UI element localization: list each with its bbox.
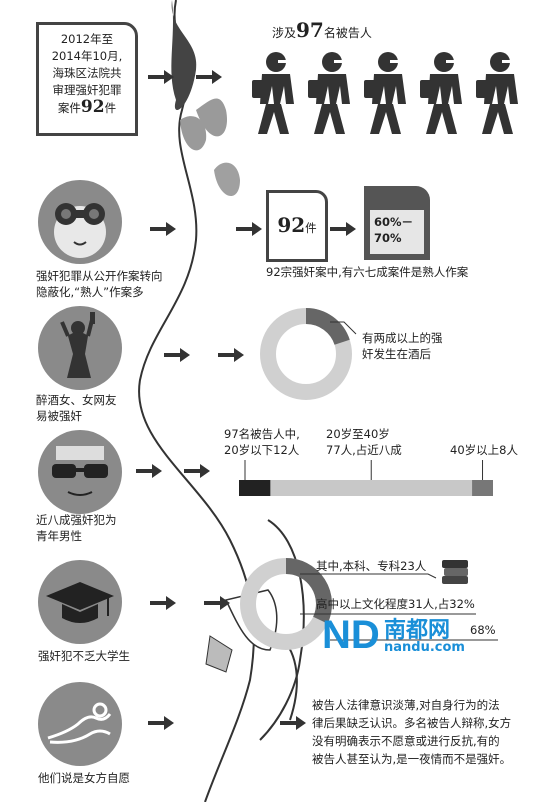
- graduation-cap-icon: [38, 560, 122, 644]
- arrow-right-icon: [218, 348, 244, 362]
- reclining-woman-icon: [38, 682, 122, 766]
- doc-count-label: 92件: [269, 193, 325, 237]
- case-count: 92: [80, 97, 105, 117]
- note-line: 有两成以上的强: [362, 331, 443, 345]
- caption-line: 易被强奸: [36, 409, 82, 423]
- leader-line: [330, 321, 357, 335]
- age-bar-under20: [239, 480, 271, 496]
- section3-caption: 醉酒女、女网友 易被强奸: [36, 392, 117, 424]
- paragraph-line: 被告人甚至认为,是一夜情而不是强奸。: [312, 752, 512, 766]
- alcohol-donut-arc: [305, 308, 350, 346]
- section3-note: 有两成以上的强 奸发生在酒后: [362, 330, 443, 362]
- arrow-right-icon: [164, 348, 190, 362]
- section2-caption: 强奸犯罪从公开作案转向 隐蔽化,“熟人”作案多: [36, 268, 163, 300]
- leader-line: [300, 573, 437, 579]
- logo-letters: ND: [322, 613, 380, 654]
- case-text-line: 2012年至: [60, 32, 114, 46]
- education-donut-chart: [240, 558, 332, 650]
- percent-line: 60%－: [374, 215, 414, 229]
- section6-paragraph: 被告人法律意识淡薄,对自身行为的法 律后果缺乏认识。多名被告人辩称,女方 没有明…: [312, 696, 511, 768]
- defendants-prefix: 涉及: [272, 26, 297, 40]
- watermark-name: 南都网: [384, 618, 451, 643]
- paragraph-line: 没有明确表示不愿意或进行反抗,有的: [312, 734, 500, 748]
- arrow-right-icon: [136, 464, 162, 478]
- caption-line: 近八成强奸犯为: [36, 513, 117, 527]
- watermark-url: nandu.com: [384, 640, 465, 655]
- age-label-20to40: 20岁至40岁 77人,占近八成: [326, 426, 402, 458]
- leader-line: [330, 639, 498, 641]
- alcohol-donut-chart: [260, 308, 352, 400]
- sunglasses-face-icon: [38, 430, 122, 514]
- age-label-line: 20岁以下12人: [224, 443, 300, 457]
- age-label-line: 20岁至40岁: [326, 427, 390, 441]
- caption-line: 青年男性: [36, 529, 82, 543]
- case-count-document: 92件: [266, 190, 328, 262]
- case-text-prefix: 案件: [57, 101, 81, 115]
- age-bar-20to40: [270, 480, 473, 496]
- age-label-under20: 97名被告人中, 20岁以下12人: [224, 426, 300, 458]
- case-text-line: 案件92件: [39, 99, 135, 117]
- leader-line: [300, 613, 476, 615]
- note-line: 奸发生在酒后: [362, 347, 431, 361]
- doc-count: 92: [277, 213, 306, 237]
- case-text-line: 审理强奸犯罪: [52, 83, 122, 97]
- caption-line: 强奸犯罪从公开作案转向: [36, 269, 163, 283]
- arrow-right-icon: [196, 70, 222, 84]
- prisoner-figures-icon: [252, 52, 518, 134]
- percent-document: 60%－ 70%: [364, 186, 430, 260]
- woman-silhouette-icon: [38, 306, 122, 390]
- education-donut-arc: [285, 558, 332, 624]
- arrow-right-icon: [148, 70, 174, 84]
- case-unit: 件: [104, 101, 117, 115]
- percent-line: 70%: [374, 231, 402, 245]
- age-label-line: 77人,占近八成: [326, 443, 402, 457]
- education-label-rest: 68%: [470, 623, 496, 637]
- caption-line: 醉酒女、女网友: [36, 393, 117, 407]
- age-bar-over40: [472, 480, 493, 496]
- binoculars-icon: [38, 180, 122, 264]
- age-label-over40: 40岁以上8人: [450, 443, 518, 457]
- doc-unit: 件: [305, 221, 317, 235]
- education-label-highschool: 高中以上文化程度31人,占32%: [316, 597, 475, 611]
- defendants-label: 涉及97名被告人: [272, 20, 372, 42]
- section6-caption: 他们说是女方自愿: [38, 771, 130, 785]
- caption-line: 隐蔽化,“熟人”作案多: [36, 285, 144, 299]
- paragraph-line: 律后果缺乏认识。多名被告人辩称,女方: [312, 716, 512, 730]
- watermark-logo: ND: [322, 612, 382, 657]
- arrow-right-icon: [280, 716, 306, 730]
- paragraph-line: 被告人法律意识淡薄,对自身行为的法: [312, 698, 500, 712]
- case-text-line: 海珠区法院共: [52, 66, 122, 80]
- section5-caption: 强奸犯不乏大学生: [38, 649, 130, 663]
- age-bar-chart: [239, 460, 493, 496]
- arrow-right-icon: [148, 716, 174, 730]
- arrow-right-icon: [184, 464, 210, 478]
- case-document: 2012年至 2014年10月, 海珠区法院共 审理强奸犯罪 案件92件: [36, 22, 138, 136]
- section2-summary: 92宗强奸案中,有六七成案件是熟人作案: [266, 265, 469, 279]
- case-text-line: 2014年10月,: [51, 49, 123, 63]
- arrow-right-icon: [204, 596, 230, 610]
- defendants-count: 97: [296, 18, 324, 42]
- education-label-undergrad: 其中,本科、专科23人: [316, 559, 427, 573]
- arrow-right-icon: [150, 596, 176, 610]
- arrow-right-icon: [236, 222, 262, 236]
- percent-box: 60%－ 70%: [370, 210, 424, 254]
- books-icon: [442, 560, 468, 584]
- age-label-line: 97名被告人中,: [224, 427, 300, 441]
- defendants-suffix: 名被告人: [323, 26, 372, 40]
- arrow-right-icon: [150, 222, 176, 236]
- arrow-right-icon: [330, 222, 356, 236]
- section4-caption: 近八成强奸犯为 青年男性: [36, 512, 117, 544]
